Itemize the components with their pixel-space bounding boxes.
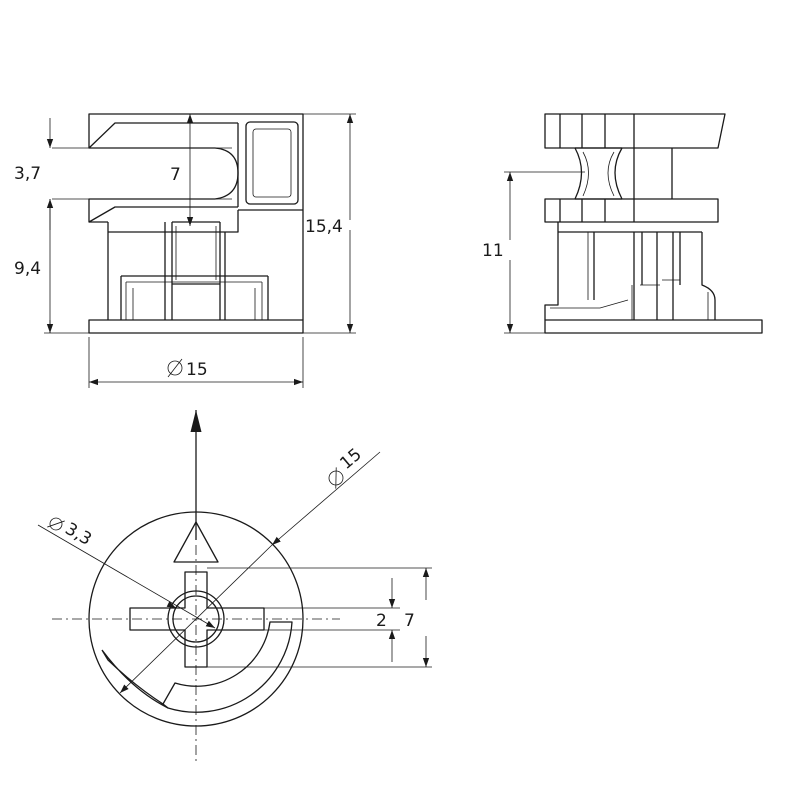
side-dim-11: 11: [482, 241, 504, 261]
front-base-plate: [88, 319, 304, 334]
front-window-inner: [252, 128, 292, 198]
front-dim-15-4: 15,4: [305, 217, 343, 237]
side-lower-inner-lines: [550, 232, 709, 320]
top-dim-2: 2: [376, 611, 387, 631]
top-triangle-mark: [173, 521, 219, 563]
top-dim-15: 15: [336, 445, 365, 474]
front-dim-3-7: 3,7: [14, 164, 41, 184]
side-lower-body: [544, 222, 716, 320]
side-neck: [574, 147, 673, 200]
front-dim-7: 7: [170, 165, 181, 185]
front-view: 3,7 9,4 7 15,4 15: [14, 113, 356, 388]
front-lower-grid: [108, 221, 269, 320]
front-body-sides: [89, 221, 109, 320]
front-lower-inner-lines: [125, 226, 263, 320]
top-outer-circle: [88, 511, 304, 727]
top-hole-inner: [172, 595, 220, 643]
top-arc-slot-tail: [101, 649, 169, 709]
top-diameter-symbol-large: [328, 467, 344, 489]
top-diameter-symbol-small: [47, 517, 65, 531]
side-middle-flange: [544, 198, 719, 223]
top-cross: [129, 571, 265, 668]
top-dim-7: 7: [404, 611, 415, 631]
top-arc-slot: [162, 621, 293, 713]
side-top-flange: [544, 113, 726, 149]
side-base-plate: [544, 319, 763, 334]
front-dim-15: 15: [186, 360, 208, 380]
front-window-outer: [245, 121, 299, 205]
top-hole-outer: [167, 590, 225, 648]
front-step: [225, 123, 303, 233]
front-dim-9-4: 9,4: [14, 259, 41, 279]
side-saddle-curve: [582, 151, 615, 197]
side-view: 11: [482, 113, 763, 334]
top-view: 3,3 15 2 7: [37, 410, 432, 762]
front-diameter-symbol: [167, 358, 183, 378]
top-dim-3-3: 3,3: [62, 519, 95, 550]
